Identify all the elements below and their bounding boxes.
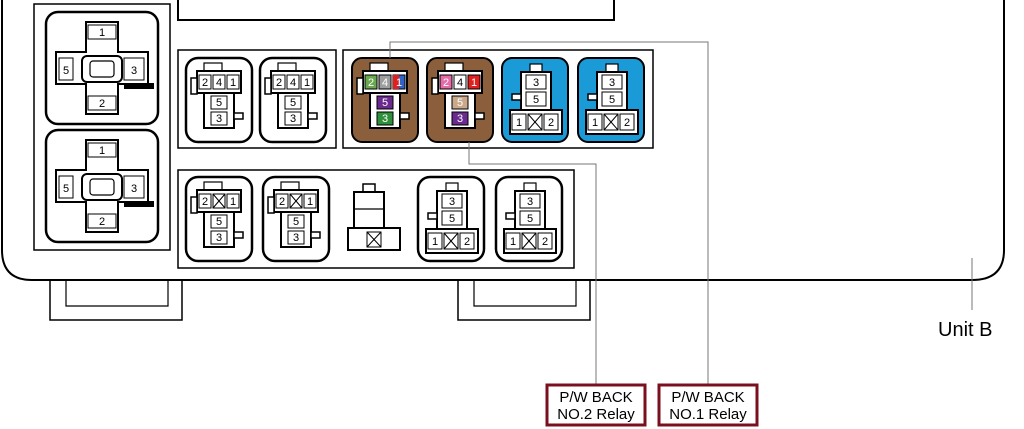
- pin-label: 3: [527, 196, 533, 208]
- pin-label: 2: [99, 98, 105, 110]
- unit-label: Unit B: [938, 319, 992, 341]
- left-relay-group: [33, 3, 171, 251]
- pin-label: 5: [63, 183, 69, 195]
- pin-label: 3: [609, 77, 615, 89]
- pin-label: 1: [592, 117, 598, 129]
- pin-label: 1: [99, 145, 105, 157]
- relay-socket-bottom-c-empty: [347, 183, 401, 251]
- pin-label: 4: [457, 77, 463, 89]
- pw-back-no2-relay-socket: 2 4 1 5 3: [426, 57, 494, 143]
- pin-label: 5: [457, 97, 463, 109]
- pin-label: 4: [382, 77, 388, 89]
- pin-label: 3: [216, 113, 222, 125]
- pin-label: 2: [202, 77, 208, 89]
- relay-socket-mid-a: 2 4 1 5 3: [184, 56, 254, 144]
- pin-label: 5: [449, 213, 455, 225]
- pin-label: 5: [290, 97, 296, 109]
- blue-relay-socket-a: 3 5 1 2: [501, 57, 569, 143]
- pin-label: 1: [396, 77, 402, 89]
- pin-label: 3: [293, 232, 299, 244]
- unit-housing-outline: [1, 0, 1005, 281]
- right-relay-group: [342, 49, 654, 149]
- pin-label: 5: [63, 65, 69, 77]
- pin-label: 1: [230, 77, 236, 89]
- mounting-tab-left: [49, 280, 183, 321]
- pin-label: 2: [279, 196, 285, 208]
- bottom-relay-group: [177, 169, 575, 269]
- pin-label: 1: [99, 27, 105, 39]
- pin-label: 4: [290, 77, 296, 89]
- pin-label: 1: [304, 77, 310, 89]
- callout-line: NO.2 Relay: [557, 406, 635, 423]
- pin-label: 3: [216, 232, 222, 244]
- pin-label: 4: [216, 77, 222, 89]
- relay-socket-mid-b: 2 4 1 5 3: [258, 56, 328, 144]
- pin-label: 1: [307, 196, 313, 208]
- pin-label: 3: [457, 113, 463, 125]
- pin-label: 2: [99, 216, 105, 228]
- pin-label: 2: [276, 77, 282, 89]
- pin-label: 3: [533, 77, 539, 89]
- cross-connector-top: 1 5 3 2: [44, 10, 160, 126]
- pin-label: 5: [293, 216, 299, 228]
- pin-label: 2: [548, 117, 554, 129]
- pin-label: 3: [449, 196, 455, 208]
- pin-label: 5: [216, 97, 222, 109]
- relay-socket-bottom-a: 2 1 5 3: [184, 175, 254, 263]
- pin-label: 1: [432, 236, 438, 248]
- pin-label: 2: [464, 236, 470, 248]
- top-fuse-strip: [177, 0, 615, 21]
- pin-label: 1: [471, 77, 477, 89]
- pin-label: 3: [131, 65, 137, 77]
- callout-pw-back-no1-relay: P/W BACK NO.1 Relay: [657, 383, 759, 427]
- pw-back-no1-relay-socket: 2 4 1 5 3: [351, 57, 419, 143]
- pin-label: 3: [382, 113, 388, 125]
- pin-label: 2: [202, 196, 208, 208]
- pin-label: 1: [230, 196, 236, 208]
- relay-socket-bottom-e: 3 5 1 2: [494, 175, 564, 263]
- middle-relay-group: [177, 49, 337, 149]
- leader-line-no2-relay: [468, 142, 597, 385]
- pin-label: 3: [131, 183, 137, 195]
- leader-line-no1-relay: [389, 41, 709, 385]
- pin-label: 5: [382, 97, 388, 109]
- relay-socket-bottom-b: 2 1 5 3: [261, 175, 331, 263]
- pin-label: 1: [516, 117, 522, 129]
- pin-label: 5: [527, 213, 533, 225]
- pin-label: 1: [510, 236, 516, 248]
- pin-label: 5: [609, 94, 615, 106]
- pin-label: 2: [542, 236, 548, 248]
- blue-relay-socket-b: 3 5 1 2: [577, 57, 645, 143]
- pin-label: 2: [624, 117, 630, 129]
- mounting-tab-right: [457, 280, 591, 321]
- pin-label: 2: [443, 77, 449, 89]
- callout-pw-back-no2-relay: P/W BACK NO.2 Relay: [545, 383, 647, 427]
- pin-label: 5: [216, 216, 222, 228]
- pin-label: 5: [533, 94, 539, 106]
- pin-label: 2: [368, 77, 374, 89]
- relay-socket-bottom-d: 3 5 1 2: [416, 175, 486, 263]
- callout-line: P/W BACK: [671, 389, 744, 406]
- pin-label: 3: [290, 113, 296, 125]
- cross-connector-bottom: 1 5 3 2: [44, 128, 160, 244]
- callout-line: NO.1 Relay: [669, 406, 747, 423]
- callout-line: P/W BACK: [559, 389, 632, 406]
